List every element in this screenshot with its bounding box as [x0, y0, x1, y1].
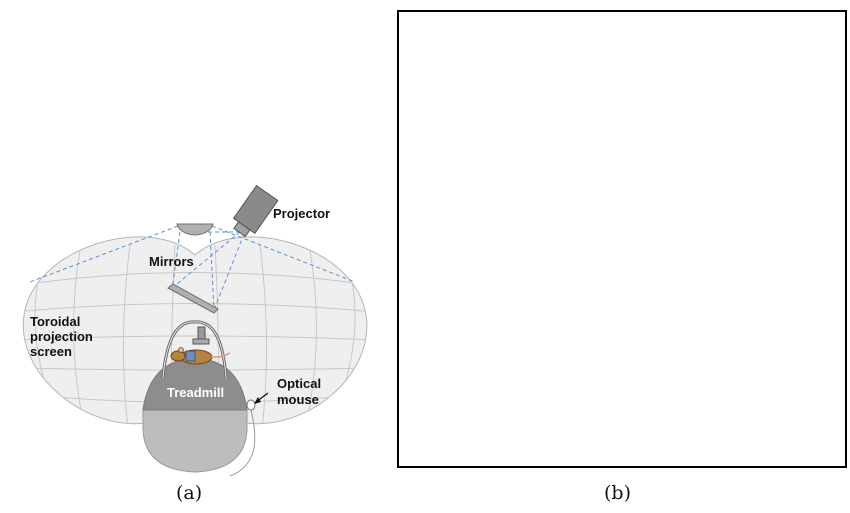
- label-treadmill: Treadmill: [167, 385, 224, 400]
- head-mount: [197, 326, 206, 340]
- label-screen-line1: Toroidal: [30, 314, 80, 329]
- caption-b: (b): [604, 482, 631, 504]
- treadmill-base: [142, 409, 248, 473]
- vr-setup-diagram: Projector Mirrors Toroidal projection sc…: [22, 184, 368, 477]
- projector: [232, 184, 279, 238]
- head-mount-plate: [192, 338, 210, 345]
- label-mirrors: Mirrors: [149, 254, 194, 269]
- upper-mirror: [176, 223, 214, 236]
- caption-a: (a): [176, 482, 203, 504]
- support-arch-inner: [162, 321, 227, 379]
- rat-ear: [178, 347, 184, 353]
- panel-b-empty-frame: [397, 10, 847, 468]
- optical-mouse-sensor: [246, 399, 256, 411]
- rat-tail: [210, 352, 231, 358]
- label-screen-line2: projection: [30, 329, 93, 344]
- lower-mirror: [167, 283, 219, 314]
- label-mouse-line2: mouse: [277, 392, 319, 407]
- rat: [170, 347, 231, 365]
- projector-lens: [233, 221, 251, 238]
- label-screen-line3: screen: [30, 344, 72, 359]
- label-mouse-line1: Optical: [277, 376, 321, 391]
- rat-head: [170, 350, 186, 362]
- optical-mouse-cable: [229, 409, 256, 477]
- optical-mouse-arrowhead: [254, 397, 261, 404]
- rat-harness: [185, 350, 196, 362]
- label-projector: Projector: [273, 206, 330, 221]
